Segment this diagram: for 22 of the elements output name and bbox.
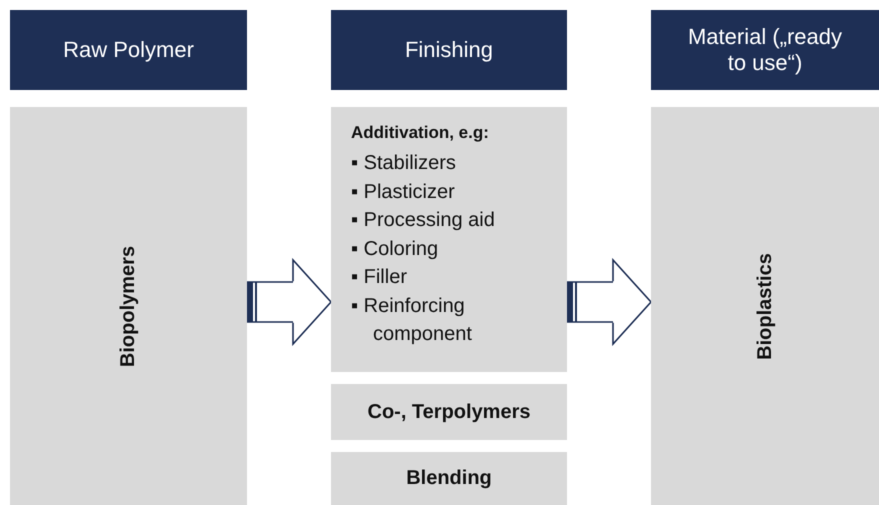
list-item: ▪ Coloring xyxy=(351,236,440,262)
list-item: ▪ Filler xyxy=(351,265,408,290)
list-item: ▪ Reinforcing component xyxy=(351,294,473,347)
panel-label: Bioplastics xyxy=(754,252,776,360)
list-heading: Additivation, e.g: xyxy=(351,123,489,143)
panel-label: Co-, Terpolymers xyxy=(368,400,530,424)
column-header xyxy=(651,10,879,90)
panel-label: Biopolymers xyxy=(117,245,140,367)
header-text: Finishing xyxy=(404,36,494,64)
panel-label: Blending xyxy=(406,467,492,490)
list-item: ▪ Stabilizers xyxy=(351,151,457,176)
header-text: Raw Polymer xyxy=(63,36,194,64)
list-item: ▪ Plasticizer xyxy=(351,180,456,204)
header-text: Material („ready to use“) xyxy=(686,24,844,76)
finishing-panel xyxy=(331,452,567,505)
finishing-panel xyxy=(331,384,567,440)
list-item: ▪ Processing aid xyxy=(351,208,496,233)
finishing-panel xyxy=(331,107,567,372)
column-header xyxy=(331,10,567,90)
column-header xyxy=(10,10,247,90)
stage-panel xyxy=(10,107,247,505)
stage-panel xyxy=(651,107,879,505)
